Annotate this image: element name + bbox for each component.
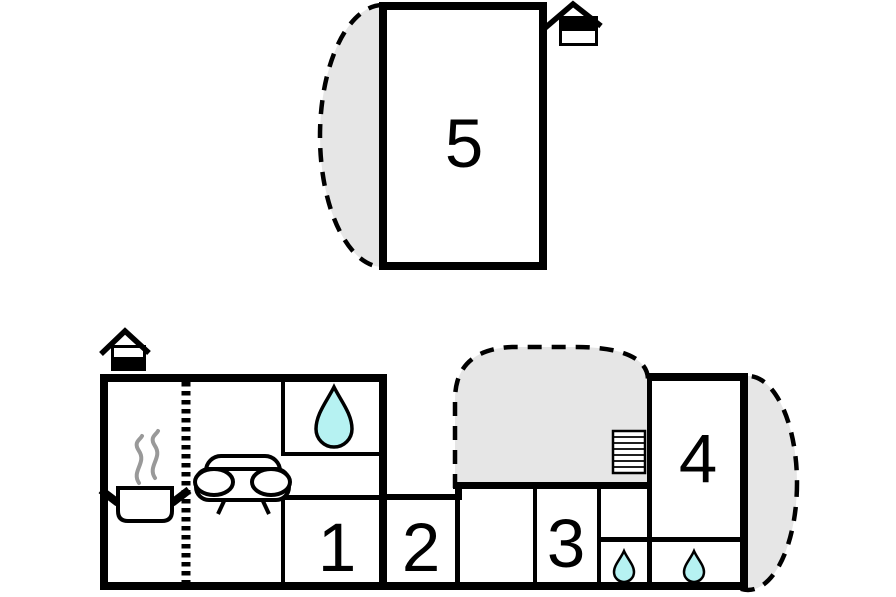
stairs-icon xyxy=(611,429,647,475)
lower-building-walls xyxy=(100,373,748,590)
house-entrance-icon xyxy=(99,327,151,371)
upper-building-walls xyxy=(379,2,547,270)
sofa-icon xyxy=(193,454,292,515)
upper-building: 5 xyxy=(317,0,603,270)
cooking-pot-icon xyxy=(98,429,192,523)
terrace-middle-dashed-border xyxy=(452,344,651,488)
room-4-floor xyxy=(647,373,748,590)
room-5-floor xyxy=(379,2,547,270)
room-5-label: 5 xyxy=(445,105,483,182)
lower-building: 1 2 3 4 xyxy=(98,327,800,593)
house-entrance-icon xyxy=(543,0,603,46)
room-2-label: 2 xyxy=(402,509,440,586)
room-1-label: 1 xyxy=(318,509,356,586)
water-drop-icon xyxy=(314,383,354,449)
room-3-label: 3 xyxy=(547,505,585,582)
room-4-label: 4 xyxy=(679,420,717,497)
terrace-middle-dashed-area xyxy=(455,347,648,488)
